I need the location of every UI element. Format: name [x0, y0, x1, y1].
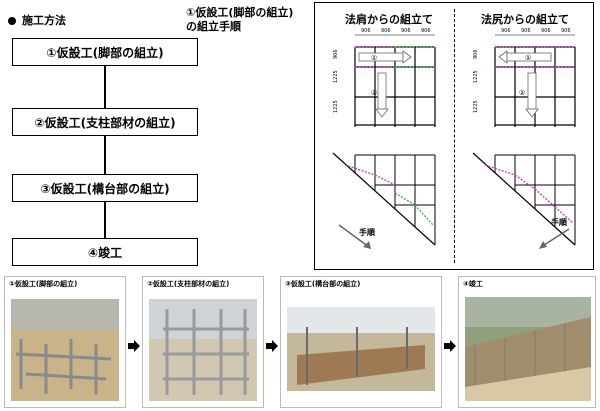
- left-step2-marker: ②: [371, 89, 377, 97]
- right-step1-marker: ①: [525, 54, 531, 62]
- step-box-2: ②仮設工(支柱部材の組立): [12, 108, 198, 136]
- dim-side-mid: 1225: [473, 70, 479, 83]
- photo-caption-1: ①仮設工(脚部の組立): [9, 280, 78, 288]
- photo-frame-3: ③仮設工(構台部の組立): [280, 276, 442, 408]
- assembly-diagram-panel: 法肩からの組立て 法尻からの組立て 906 906 906 906 906 12…: [314, 2, 594, 270]
- arrow-icon-2: [266, 337, 278, 352]
- step-label-2: ②仮設工(支柱部材の組立): [34, 115, 176, 130]
- dim-top-3: 906: [541, 28, 551, 34]
- photo-frame-4: ④竣工: [458, 276, 596, 408]
- dim-side-bot: 1225: [473, 100, 479, 113]
- dim-top-3: 906: [401, 28, 411, 34]
- photo-caption-3: ③仮設工(構台部の組立): [285, 280, 361, 288]
- right-diagram-title: 法尻からの組立て: [481, 13, 569, 26]
- dim-side-mid: 1225: [333, 70, 339, 83]
- left-diagram-title: 法肩からの組立て: [345, 13, 433, 26]
- step-box-1: ①仮設工(脚部の組立): [12, 38, 198, 66]
- photo-column-assembly: [149, 299, 257, 401]
- panel-divider: [454, 9, 455, 263]
- step-box-4: ④竣工: [12, 238, 198, 266]
- dim-side-top: 906: [473, 49, 479, 59]
- step-label-4: ④竣工: [87, 245, 123, 260]
- dim-side-bot: 1225: [333, 100, 339, 113]
- arrow-icon-3: [444, 337, 456, 352]
- section-title: 施工方法: [8, 12, 66, 28]
- photo-caption-4: ④竣工: [463, 280, 483, 288]
- subtitle-line-1: ①仮設工(脚部の組立): [186, 6, 294, 19]
- bullet-icon: [8, 17, 16, 25]
- photo-caption-2: ②仮設工(支柱部材の組立): [147, 280, 230, 288]
- photo-completion: [465, 297, 591, 401]
- right-assembly-diagram: 906 906 906 906 906 1225 1225 ① ② 手順: [472, 28, 576, 249]
- dim-top-4: 906: [561, 28, 571, 34]
- flow-connector-3: [104, 202, 106, 238]
- flow-connector-1: [104, 66, 106, 108]
- right-step2-marker: ②: [519, 89, 525, 97]
- step-label-1: ①仮設工(脚部の組立): [46, 45, 164, 60]
- photo-frame-2: ②仮設工(支柱部材の組立): [142, 276, 264, 408]
- left-direction-label: 手順: [359, 227, 376, 237]
- dim-top-1: 906: [501, 28, 511, 34]
- dim-top-1: 906: [361, 28, 371, 34]
- right-direction-label: 手順: [551, 217, 568, 227]
- subtitle-line-2: の組立手順: [186, 20, 241, 33]
- photo-platform-assembly: [287, 307, 435, 391]
- left-assembly-diagram: 906 906 906 906 906 1225 1225: [332, 28, 436, 249]
- photo-leg-assembly: [11, 299, 119, 401]
- dim-top-4: 906: [421, 28, 431, 34]
- dim-side-top: 906: [333, 49, 339, 59]
- left-step1-marker: ①: [371, 54, 377, 62]
- step-box-3: ③仮設工(構台部の組立): [12, 174, 198, 202]
- photo-frame-1: ①仮設工(脚部の組立): [4, 276, 126, 408]
- diagram-subtitle: ①仮設工(脚部の組立) の組立手順: [186, 6, 293, 34]
- flow-connector-2: [104, 136, 106, 174]
- step-label-3: ③仮設工(構台部の組立): [40, 181, 170, 196]
- dim-top-2: 906: [521, 28, 531, 34]
- section-title-text: 施工方法: [22, 14, 66, 27]
- arrow-icon-1: [128, 337, 140, 352]
- dim-top-2: 906: [381, 28, 391, 34]
